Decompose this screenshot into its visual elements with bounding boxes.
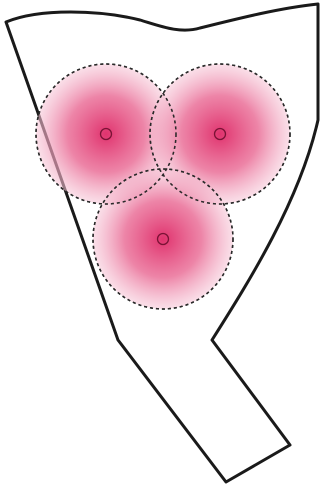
diagram [0,0,321,488]
diagram-canvas [0,0,321,488]
